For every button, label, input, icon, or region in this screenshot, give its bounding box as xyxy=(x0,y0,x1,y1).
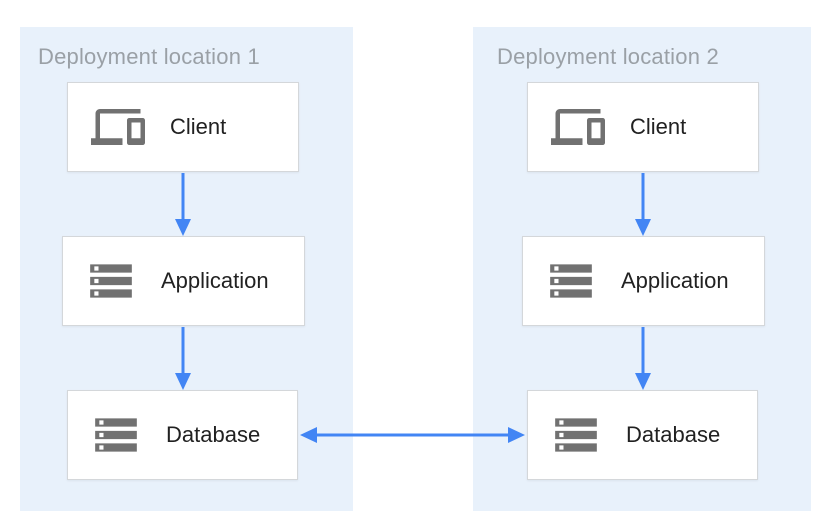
storage-icon xyxy=(91,410,141,460)
storage-icon xyxy=(546,256,596,306)
node-label: Database xyxy=(166,422,261,447)
node-database-2: Database xyxy=(527,390,758,480)
node-label: Client xyxy=(170,114,227,139)
node-label: Application xyxy=(161,268,269,293)
node-label: Database xyxy=(626,422,721,447)
node-database-1: Database xyxy=(67,390,298,480)
devices-icon xyxy=(91,100,145,154)
group-title-2: Deployment location 2 xyxy=(497,44,719,69)
node-application-2: Application xyxy=(522,236,765,326)
node-application-1: Application xyxy=(62,236,305,326)
devices-icon xyxy=(551,100,605,154)
node-label: Client xyxy=(630,114,687,139)
node-label: Application xyxy=(621,268,729,293)
deployment-location-2-container: Deployment location 2 Client Application xyxy=(473,27,811,511)
storage-icon xyxy=(86,256,136,306)
node-client-2: Client xyxy=(527,82,759,172)
node-client-1: Client xyxy=(67,82,299,172)
storage-icon xyxy=(551,410,601,460)
deployment-location-1-container: Deployment location 1 Client Application xyxy=(20,27,353,511)
group-title-1: Deployment location 1 xyxy=(38,44,260,69)
